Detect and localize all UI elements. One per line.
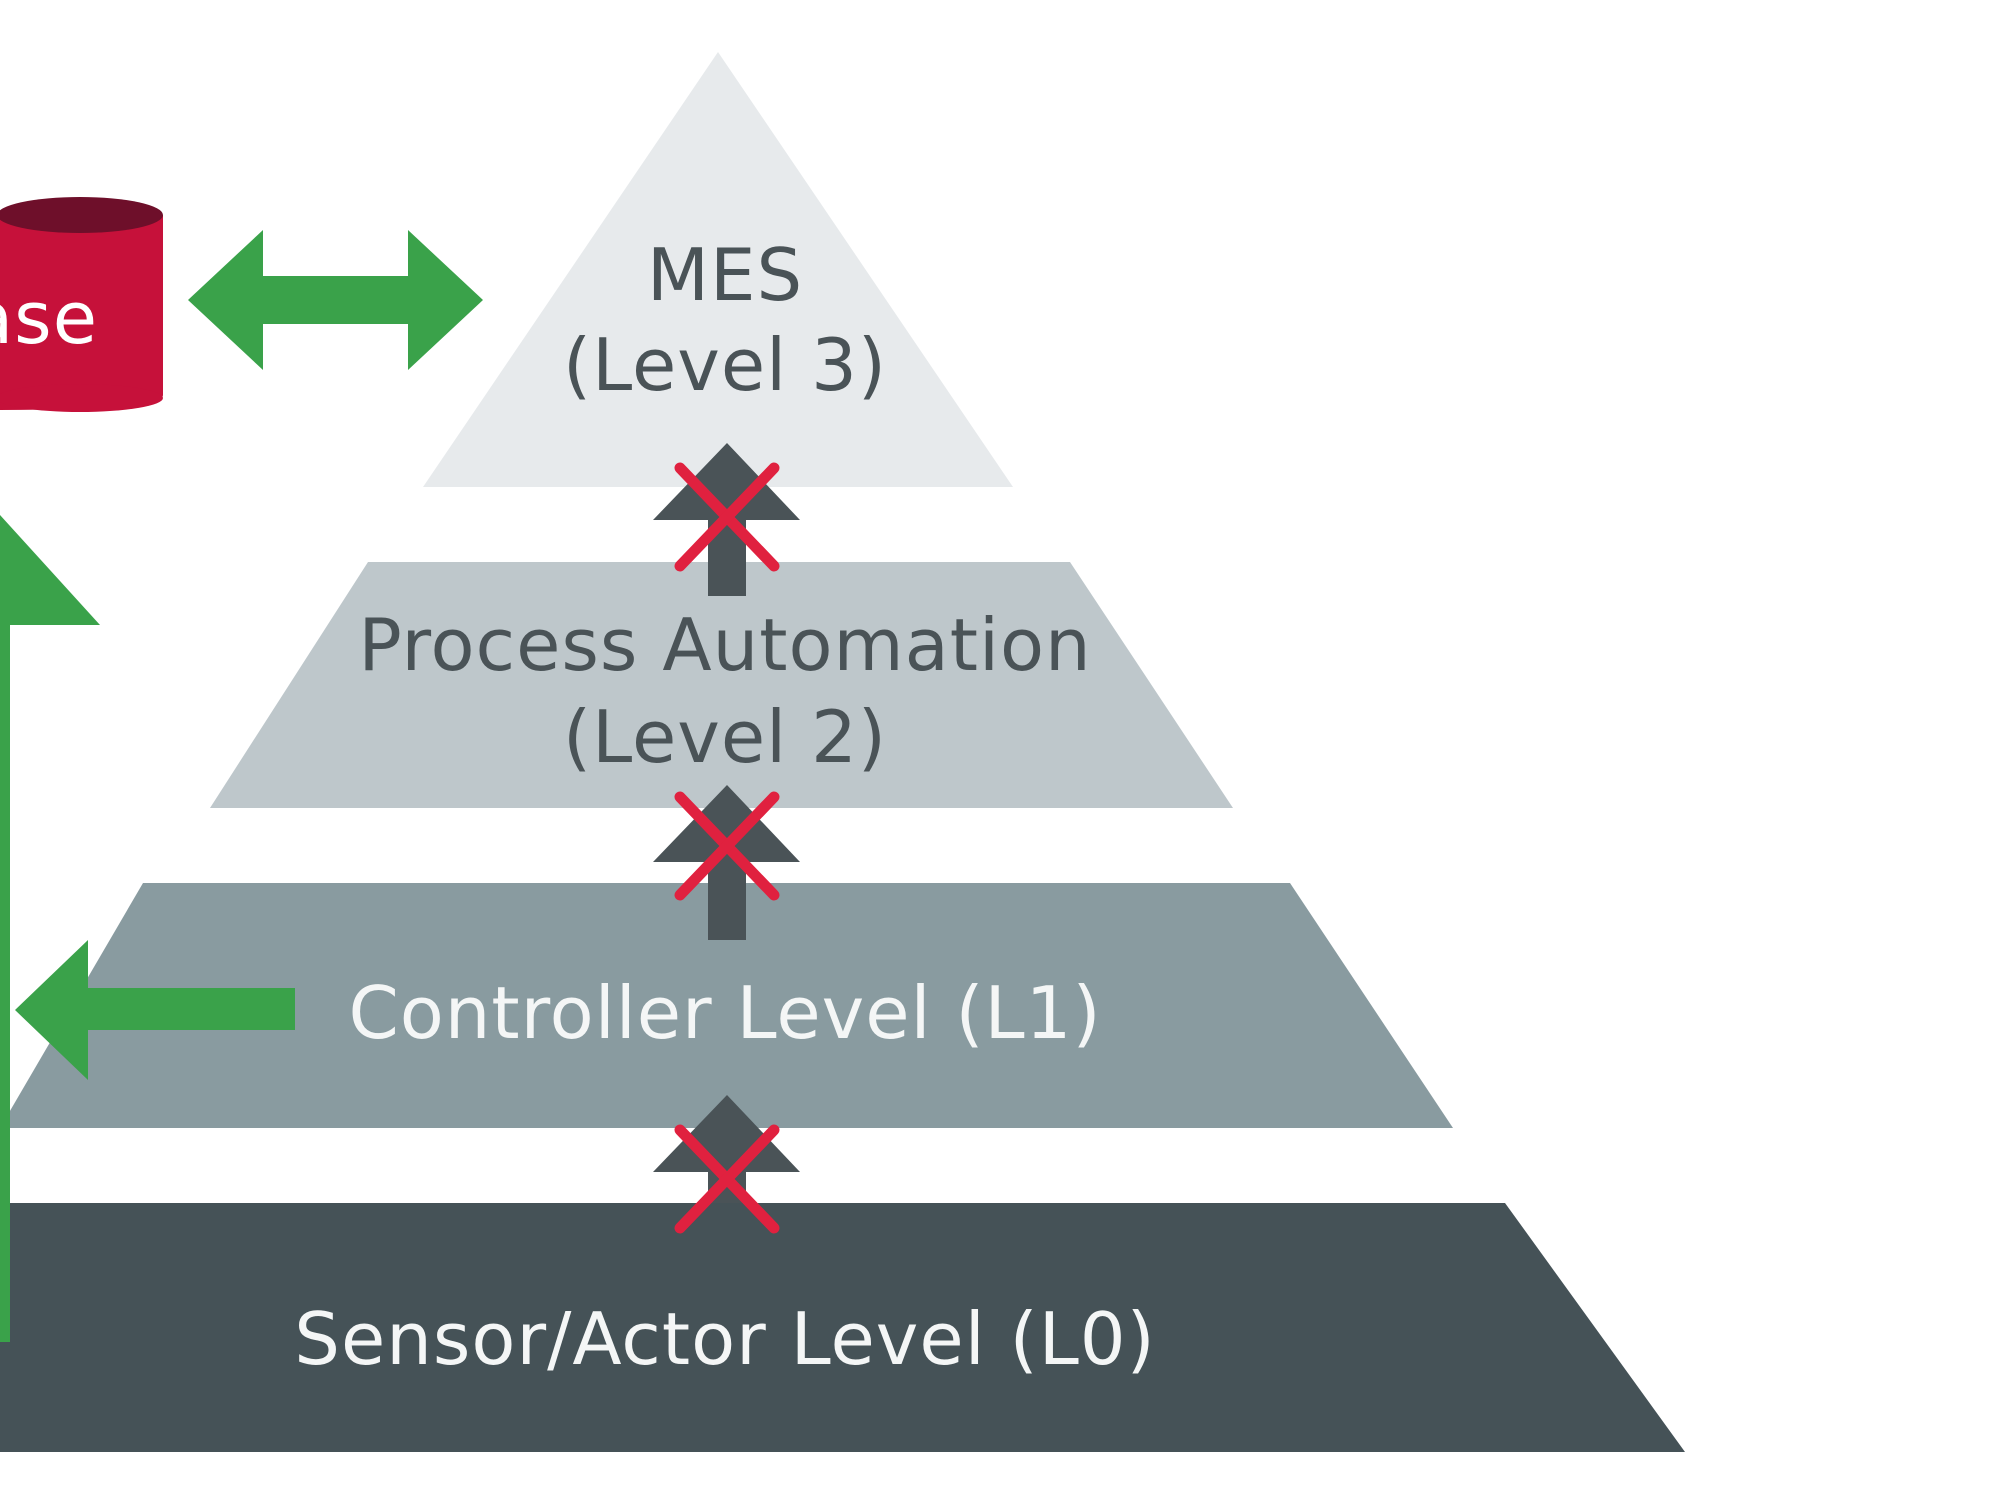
up-arrow-icon [0,515,100,1342]
controller-label: Controller Level (L1) [348,971,1101,1055]
double-arrow-icon [188,230,483,370]
cross-icon [674,1124,780,1234]
mes-title: MES [647,233,803,317]
process-automation-title: Process Automation [358,603,1091,687]
database-label: ase [0,276,98,360]
blocked-arrow-l0-l1 [653,1095,800,1234]
up-arrow-icon [653,785,800,862]
cross-icon [674,462,780,572]
tier-process-automation [210,562,1233,808]
mes-level: (Level 3) [563,323,887,407]
tier-sensor-actor [0,1203,1685,1452]
tier-controller [0,883,1453,1128]
left-arrow-icon [15,940,295,1080]
blocked-arrow-l1-l2 [653,785,800,940]
database-icon: ase [0,197,163,412]
sensor-actor-label: Sensor/Actor Level (L0) [294,1297,1155,1381]
process-automation-level: (Level 2) [563,695,887,779]
up-arrow-icon [653,1095,800,1172]
blocked-arrow-l2-l3 [653,443,800,596]
up-arrow-icon [653,443,800,520]
cross-icon [674,791,780,901]
tier-mes [423,52,1013,487]
